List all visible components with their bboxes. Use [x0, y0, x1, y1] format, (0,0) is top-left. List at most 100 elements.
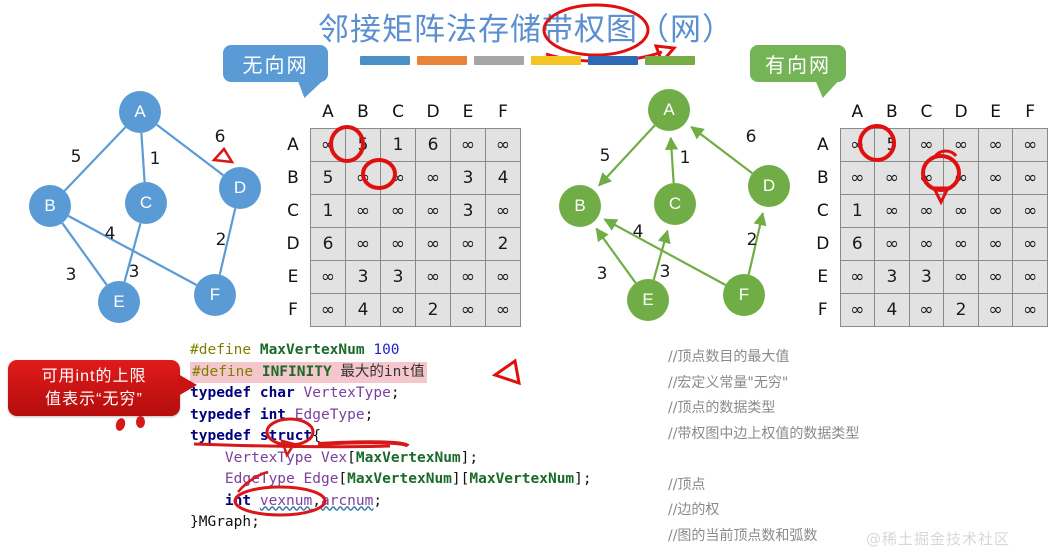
matrix-cell-CF: ∞ — [1012, 194, 1048, 228]
node-label-A: A — [663, 100, 675, 119]
node-E — [627, 279, 669, 321]
code-comment-2: //宏定义常量"无穷" — [668, 374, 789, 391]
edge-weight-B-F: 4 — [104, 224, 116, 244]
matrix-col-header-F: F — [498, 102, 508, 122]
undirected-graph — [29, 91, 261, 323]
node-B — [29, 185, 71, 227]
edge-weight-E-C: 3 — [659, 262, 671, 282]
node-D — [748, 165, 790, 207]
color-bar-1 — [360, 56, 410, 65]
token-100: 100 — [373, 342, 400, 358]
color-bar-strip — [360, 56, 700, 66]
matrix-cell-BA: ∞ — [839, 161, 876, 195]
matrix-col-header-B: B — [886, 102, 898, 122]
matrix-cell-FF: ∞ — [485, 293, 521, 327]
code-line-1: #define MaxVertexNum 100 — [190, 342, 400, 358]
edge-weight-B-E: 3 — [65, 265, 77, 285]
matrix-cell-FD: 2 — [943, 293, 979, 327]
node-F — [194, 274, 236, 316]
node-D — [219, 167, 261, 209]
code-line-8: int vexnum,arcnum; — [224, 492, 383, 509]
matrix-row: F∞4∞2∞∞ — [276, 293, 521, 327]
code-line-4: typedef int EdgeType; — [190, 406, 374, 423]
node-label-E: E — [642, 290, 654, 309]
matrix-cell-DF: 2 — [485, 227, 521, 261]
matrix-cell-DE: ∞ — [450, 227, 486, 261]
matrix-col-header-E: E — [462, 102, 474, 122]
matrix-cell-CC: ∞ — [380, 194, 416, 228]
matrix-cell-AA: ∞ — [310, 128, 346, 162]
matrix-cell-EF: ∞ — [1012, 260, 1048, 294]
matrix-row-header-B: B — [287, 168, 299, 188]
edge-weight-A-B: 5 — [70, 147, 82, 167]
page-title: 邻接矩阵法存储带权图（网） — [318, 12, 734, 48]
edge-F-B — [603, 218, 727, 286]
edge-F-D — [747, 212, 767, 275]
matrix-col-header-B: B — [357, 102, 369, 122]
note-line-1: 可用int的上限 — [41, 368, 147, 385]
matrix-cell-EE: ∞ — [977, 260, 1014, 294]
matrix-cell-FC: ∞ — [380, 293, 416, 327]
token-define-2: #define — [192, 363, 254, 380]
code-comment-8: //图的当前顶点数和弧数 — [668, 527, 818, 544]
matrix-cell-DA: 6 — [839, 227, 876, 261]
matrix-cell-AF: ∞ — [1012, 128, 1048, 162]
token-typedef-1: typedef — [190, 385, 252, 401]
matrix-row: A∞5∞∞∞∞ — [806, 128, 1048, 162]
note-infinity-callout: 可用int的上限 值表示“无穷” — [8, 360, 197, 416]
edge-weight-D-A: 6 — [745, 127, 757, 147]
weight-6-annotation-arrow — [211, 146, 235, 164]
edge-C-E — [123, 222, 142, 283]
edge-weight-F-D: 2 — [746, 230, 758, 250]
matrix-cell-DD: ∞ — [943, 227, 979, 261]
matrix-cell-DC: ∞ — [380, 227, 416, 261]
matrix-cell-BB: ∞ — [874, 161, 910, 195]
matrix-cell-FE: ∞ — [450, 293, 486, 327]
label-undirected-network-text: 无向网 — [242, 55, 309, 77]
matrix-cell-DF: ∞ — [1012, 227, 1048, 261]
watermark: @稀土掘金技术社区 — [866, 530, 1011, 548]
matrix-cell-EA: ∞ — [839, 260, 876, 294]
code-comment-7: //边的权 — [668, 502, 720, 518]
code-line-2: #define INFINITY 最大的int值 — [190, 361, 427, 383]
edge-weight-A-B: 5 — [599, 146, 611, 166]
color-bar-4 — [531, 56, 581, 65]
matrix-cell-BC: ∞ — [908, 161, 945, 195]
matrix-cell-DB: ∞ — [874, 227, 910, 261]
matrix-undirected-annotations — [329, 125, 397, 190]
code-comment-3: //顶点的数据类型 — [668, 400, 776, 416]
token-vex: Vex — [320, 449, 348, 466]
code-line-6: VertexType Vex[MaxVertexNum]; — [224, 449, 479, 466]
note-dot-2 — [136, 416, 145, 428]
code-line-3: typedef char VertexType; — [190, 385, 400, 401]
matrix-row-header-B: B — [816, 168, 829, 188]
code-block: #define MaxVertexNum 100 #define INFINIT… — [190, 340, 660, 534]
edge-E-C — [652, 229, 671, 281]
matrix-cell-FC: ∞ — [908, 293, 945, 327]
matrix-cell-FB: 4 — [874, 293, 910, 327]
matrix-row-header-A: A — [816, 135, 829, 155]
code-line-7: EdgeType Edge[MaxVertexNum][MaxVertexNum… — [224, 471, 592, 487]
matrix-row-header-F: F — [288, 300, 298, 320]
matrix-row-header-C: C — [287, 201, 299, 221]
token-typedef-2: typedef — [190, 406, 252, 423]
matrix-col-header-D: D — [426, 102, 440, 122]
edge-weight-D-F: 2 — [215, 230, 227, 250]
token-define: #define — [190, 342, 252, 358]
matrix-cell-EF: ∞ — [485, 260, 521, 294]
token-int-2: int — [224, 492, 252, 509]
matrix-cell-CE: ∞ — [977, 194, 1014, 228]
matrix-cell-EC: 3 — [380, 260, 416, 294]
edge-E-B — [595, 227, 637, 284]
node-A — [648, 89, 690, 131]
matrix-directed-annotations — [858, 124, 961, 206]
token-char: char — [259, 385, 295, 401]
code-comment-5 — [668, 447, 998, 473]
color-bar-6 — [645, 56, 695, 65]
edge-A-B — [598, 124, 656, 187]
